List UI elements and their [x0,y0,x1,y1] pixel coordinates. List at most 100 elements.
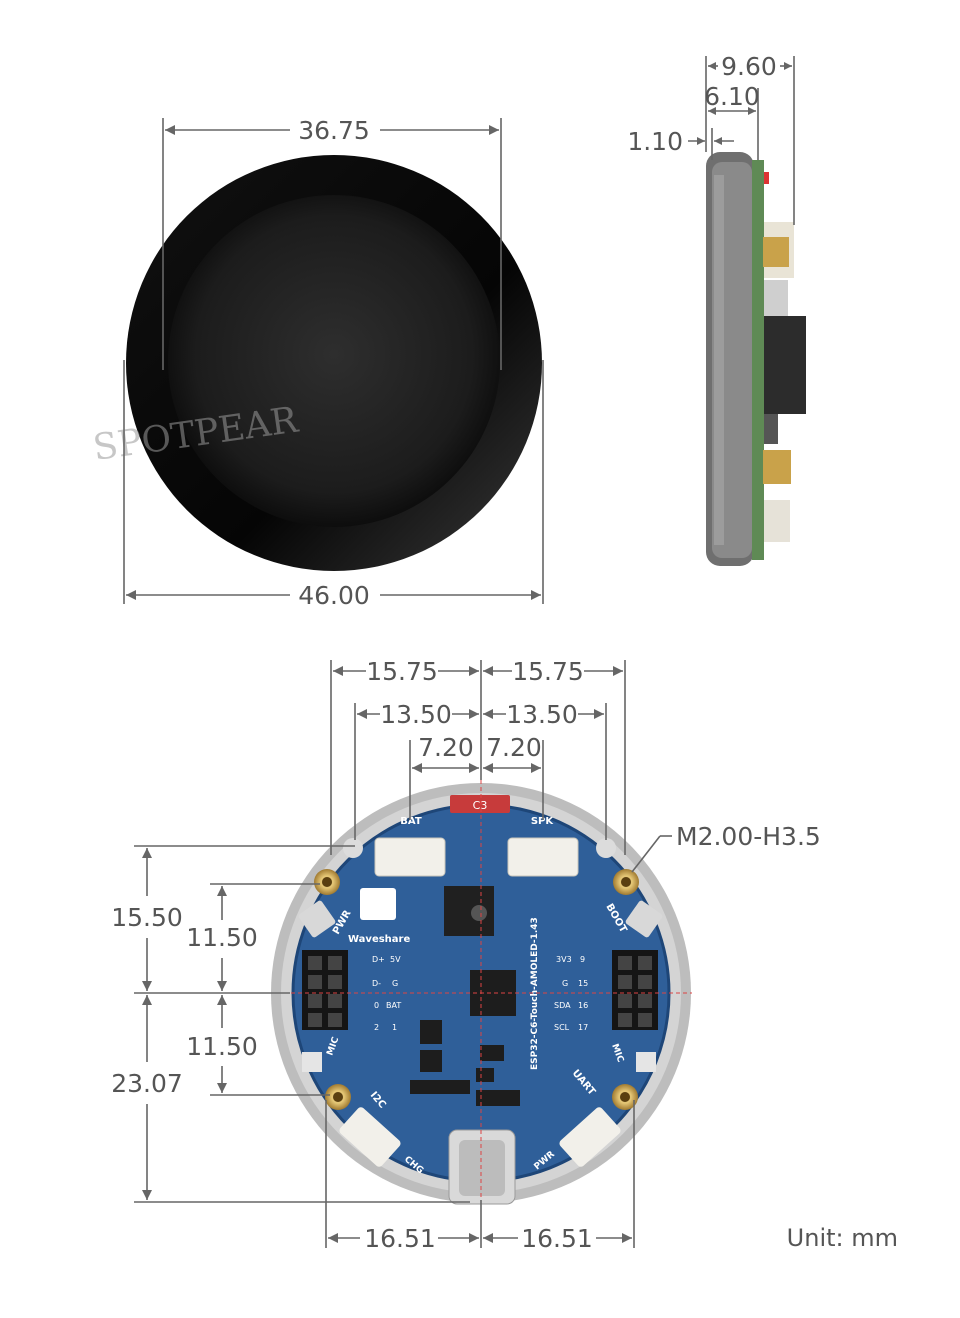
notch [596,838,616,858]
arrow [469,1233,479,1243]
dim-left-outer-label: 15.75 [366,657,438,686]
pin-label: D- [372,979,381,988]
right-header-pins [618,956,652,1027]
display-glass [168,195,500,527]
dim-v-bot-outer-label: 23.07 [111,1069,183,1098]
arrow [357,709,367,719]
arrow [217,981,227,991]
i2c-connector [339,1107,401,1167]
arrow [142,981,152,991]
dim-right-conn-label: 7.20 [486,733,542,762]
boot-button [625,900,663,938]
arrow [714,137,722,145]
arrow [142,1190,152,1200]
dim-glass-thickness-label: 1.10 [627,127,683,156]
side-component [764,280,788,316]
arrow [483,763,493,773]
arrow [469,666,479,676]
dim-h-bot-right-label: 16.51 [521,1224,593,1253]
pin-label: 0 [374,1001,379,1010]
uart-connector [559,1107,621,1167]
c3-label: C3 [473,799,488,812]
side-red-led [764,172,769,184]
waveshare-logo [360,888,396,920]
mount-hole-bl-inner [333,1092,343,1102]
dim-v-bot-inner-label: 11.50 [186,1032,258,1061]
arrow [412,763,422,773]
arrow [708,62,716,70]
arrow [622,1233,632,1243]
side-usb-c [764,316,806,414]
side-component [764,414,778,444]
pin-label: 16 [578,1001,588,1010]
arrow [697,137,705,145]
mic-right [636,1052,656,1072]
model-label: ESP32-C6-Touch-AMOLED-1.43 [530,917,540,1070]
arrow [483,666,493,676]
dim-right-outer-label: 15.75 [512,657,584,686]
mic-left [302,1052,322,1072]
arrow [531,763,541,773]
arrow [613,666,623,676]
side-gold-connector [763,237,789,267]
side-pcb [752,160,764,560]
pin-label: 9 [580,955,585,964]
side-view: 9.60 6.10 1.10 [627,52,806,566]
arrow [217,1083,227,1093]
arrow [748,107,756,115]
bat-label: BAT [400,816,422,827]
left-header-pins [308,956,342,1027]
bat-connector [374,837,446,877]
arrow [531,590,541,600]
esp-logo [471,905,487,921]
arrow [594,709,604,719]
pin-label: 15 [578,979,588,988]
smd-parts [410,1020,520,1106]
arrow [217,995,227,1005]
unit-label: Unit: mm [787,1224,898,1252]
bottom-view: C3 BAT SPK D+ 5V D- G [111,657,821,1253]
arrow [708,107,716,115]
pin-label: 5V [390,955,401,964]
arrow [469,763,479,773]
hole-leader [631,835,661,873]
right-pin-labels: 3V3 9 G 15 SDA 16 SCL 17 [554,955,588,1032]
dim-h-bot-left-label: 16.51 [364,1224,436,1253]
pin-label: G [392,979,398,988]
dim-left-conn-label: 7.20 [418,733,474,762]
mount-hole-br-inner [620,1092,630,1102]
dim-v-top-outer-label: 15.50 [111,903,183,932]
mount-hole-tl-inner [322,877,332,887]
usb-c-port [459,1140,505,1196]
arrow [489,125,499,135]
pin-label: SDA [554,1001,571,1010]
brand-label: Waveshare [348,934,410,945]
left-pin-labels: D+ 5V D- G 0 BAT 2 1 [372,955,401,1032]
arrow [217,886,227,896]
pin-label: D+ [372,955,385,964]
arrow [483,1233,493,1243]
arrow [469,709,479,719]
arrow [142,848,152,858]
side-gold-connector [763,450,791,484]
pin-label: SCL [554,1023,570,1032]
top-view: SPOTPEAR 36.75 46.00 [91,116,544,610]
spk-label: SPK [531,816,555,827]
side-highlight [714,175,724,545]
dim-inner-width-label: 36.75 [298,116,370,145]
pin-label: 17 [578,1023,588,1032]
pwr-button [298,900,336,938]
arrow [126,590,136,600]
pin-label: 3V3 [556,955,572,964]
dim-total-thickness-label: 9.60 [721,52,777,81]
arrow [483,709,493,719]
arrow [165,125,175,135]
dim-right-inner-label: 13.50 [506,700,578,729]
dim-outer-width-label: 46.00 [298,581,370,610]
pin-label: 2 [374,1023,379,1032]
arrow [328,1233,338,1243]
dim-module-thickness-label: 6.10 [704,82,760,111]
pin-label: G [562,979,568,988]
dim-v-top-inner-label: 11.50 [186,923,258,952]
